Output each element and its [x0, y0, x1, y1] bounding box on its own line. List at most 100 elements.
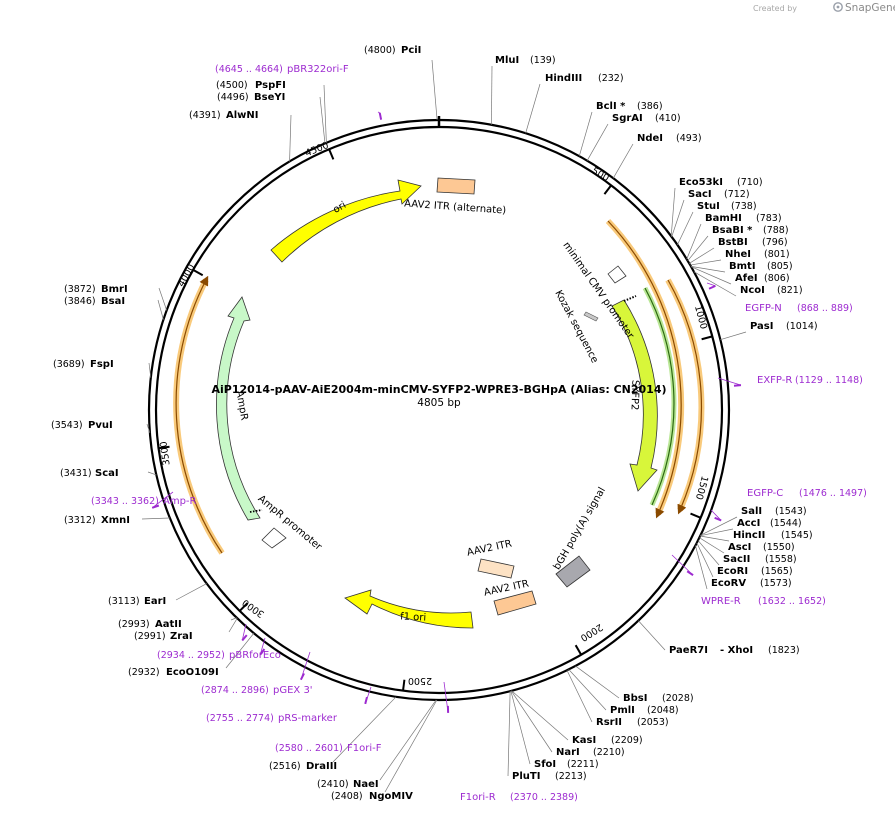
- enzyme-position: (2410): [317, 779, 349, 790]
- enzyme-name[interactable]: SalI: [741, 506, 762, 517]
- enzyme-name[interactable]: MluI: [495, 55, 519, 66]
- enzyme-name[interactable]: BseYI: [254, 92, 285, 103]
- feature-label-aav2-itr-1: AAV2 ITR: [466, 538, 513, 558]
- enzyme-name[interactable]: XmnI: [101, 515, 130, 526]
- enzyme-name[interactable]: KasI: [572, 735, 596, 746]
- enzyme-name[interactable]: BmrI: [101, 284, 128, 295]
- ampr-promoter-arrow[interactable]: [261, 527, 287, 549]
- enzyme-name[interactable]: NgoMIV: [369, 791, 413, 802]
- aav2-itr-box-2[interactable]: [493, 590, 537, 616]
- enzyme-name[interactable]: HincII: [733, 530, 765, 541]
- enzyme-name[interactable]: SfoI: [534, 759, 556, 770]
- enzyme-name[interactable]: BmtI: [729, 261, 756, 272]
- credit-brand: SnapGene: [845, 2, 895, 14]
- enzyme-leader-line: [230, 617, 237, 621]
- enzyme-leader-line: [510, 690, 553, 753]
- enzyme-leader-line: [148, 362, 152, 378]
- enzyme-name[interactable]: PspFI: [255, 80, 286, 91]
- enzyme-position: (806): [764, 273, 790, 284]
- enzyme-name[interactable]: BclI *: [596, 101, 626, 112]
- syfp2-feature-arrow[interactable]: [611, 299, 658, 492]
- primer-labels: pBR322ori-F(4645 .. 4664)EGFP-N(868 .. 8…: [91, 64, 867, 803]
- enzyme-name[interactable]: DraIII: [306, 761, 337, 772]
- enzyme-name[interactable]: SacII: [723, 554, 750, 565]
- enzyme-position: (2213): [555, 771, 587, 782]
- enzyme-name[interactable]: - XhoI: [720, 645, 753, 656]
- enzyme-leader-line: [697, 540, 720, 566]
- enzyme-name[interactable]: ZraI: [170, 631, 193, 642]
- primer-name[interactable]: WPRE-R: [701, 596, 741, 607]
- aav2-itr-box-1[interactable]: [477, 558, 515, 579]
- enzyme-name[interactable]: AatII: [155, 619, 182, 630]
- enzyme-name[interactable]: SacI: [688, 189, 712, 200]
- enzyme-leader-line: [696, 542, 714, 578]
- enzyme-name[interactable]: HindIII: [545, 73, 582, 84]
- primer-range: (2370 .. 2389): [510, 792, 578, 803]
- enzyme-name[interactable]: AfeI: [735, 273, 758, 284]
- enzyme-name[interactable]: RsrII: [596, 717, 622, 728]
- enzyme-leader-line: [332, 696, 397, 763]
- enzyme-name[interactable]: BstBI: [718, 237, 748, 248]
- enzyme-position: (1550): [763, 542, 795, 553]
- enzyme-name[interactable]: EarI: [144, 596, 166, 607]
- primer-name[interactable]: pBR322ori-F: [287, 64, 349, 75]
- enzyme-leader-line: [147, 471, 157, 476]
- enzyme-position: (1014): [786, 321, 818, 332]
- bgh-polya-box[interactable]: [555, 555, 591, 588]
- primer-name[interactable]: pRS-marker: [278, 713, 338, 724]
- enzyme-name[interactable]: PmlI: [610, 705, 635, 716]
- primer-name[interactable]: EGFP-C: [747, 488, 783, 499]
- enzyme-name[interactable]: StuI: [697, 201, 720, 212]
- enzyme-name[interactable]: BsaBI *: [712, 225, 753, 236]
- enzyme-name[interactable]: NarI: [556, 747, 580, 758]
- primer-range: (2580 .. 2601): [275, 743, 343, 754]
- primer-name[interactable]: pBRforEco: [229, 650, 281, 661]
- f1-ori-feature-arrow[interactable]: [344, 589, 474, 629]
- enzyme-name[interactable]: BsaI: [101, 296, 125, 307]
- enzyme-name[interactable]: NdeI: [637, 133, 663, 144]
- enzyme-name[interactable]: EcoRI: [717, 566, 748, 577]
- primer-site-mark: [378, 112, 383, 120]
- enzyme-name[interactable]: NaeI: [353, 779, 379, 790]
- enzyme-name[interactable]: AccI: [737, 518, 760, 529]
- kozak-sequence-mark[interactable]: [583, 311, 599, 322]
- feature-label-syfp2: SYFP2: [628, 380, 640, 411]
- enzyme-leader-line: [687, 235, 709, 262]
- enzyme-name[interactable]: NheI: [725, 249, 751, 260]
- primer-name[interactable]: EXFP-R: [757, 375, 792, 386]
- label-leader-lines: [141, 59, 747, 793]
- enzyme-leader-line: [384, 699, 438, 793]
- scale-tick-mark: [690, 512, 702, 519]
- enzyme-name[interactable]: Eco53kI: [679, 177, 723, 188]
- enzyme-name[interactable]: SgrAI: [612, 113, 643, 124]
- enzyme-position: (801): [764, 249, 790, 260]
- primer-name[interactable]: EGFP-N: [745, 303, 782, 314]
- enzyme-name[interactable]: EcoRV: [711, 578, 746, 589]
- feature-label-kozak: Kozak sequence: [552, 289, 600, 365]
- enzyme-name[interactable]: PasI: [750, 321, 773, 332]
- enzyme-name[interactable]: PaeR7I: [669, 645, 708, 656]
- enzyme-name[interactable]: AscI: [728, 542, 751, 553]
- enzyme-name[interactable]: NcoI: [740, 285, 765, 296]
- enzyme-leader-line: [323, 84, 327, 143]
- ampr-feature-arrow[interactable]: [216, 296, 261, 521]
- enzyme-position: (2053): [637, 717, 669, 728]
- primer-name[interactable]: F1ori-R: [460, 792, 496, 803]
- primer-name[interactable]: Amp-R: [163, 496, 197, 507]
- enzyme-name[interactable]: ScaI: [95, 468, 119, 479]
- enzyme-name[interactable]: PluTI: [512, 771, 540, 782]
- enzyme-name[interactable]: PvuI: [88, 420, 113, 431]
- enzyme-leader-line: [157, 299, 164, 320]
- aav2-itr-alternate-box[interactable]: [436, 177, 476, 195]
- enzyme-name[interactable]: BamHI: [705, 213, 742, 224]
- primer-leader-line: [710, 509, 722, 521]
- primer-name[interactable]: F1ori-F: [347, 743, 382, 754]
- enzyme-name[interactable]: FspI: [90, 359, 114, 370]
- enzyme-name[interactable]: PciI: [401, 45, 421, 56]
- enzyme-name[interactable]: BbsI: [623, 693, 647, 704]
- minimal-cmv-promoter-arrow[interactable]: [607, 265, 627, 284]
- enzyme-name[interactable]: AlwNI: [226, 110, 259, 121]
- enzyme-name[interactable]: EcoO109I: [166, 667, 219, 678]
- primer-name[interactable]: pGEX 3': [273, 685, 313, 696]
- ori-feature-arrow[interactable]: [270, 179, 422, 263]
